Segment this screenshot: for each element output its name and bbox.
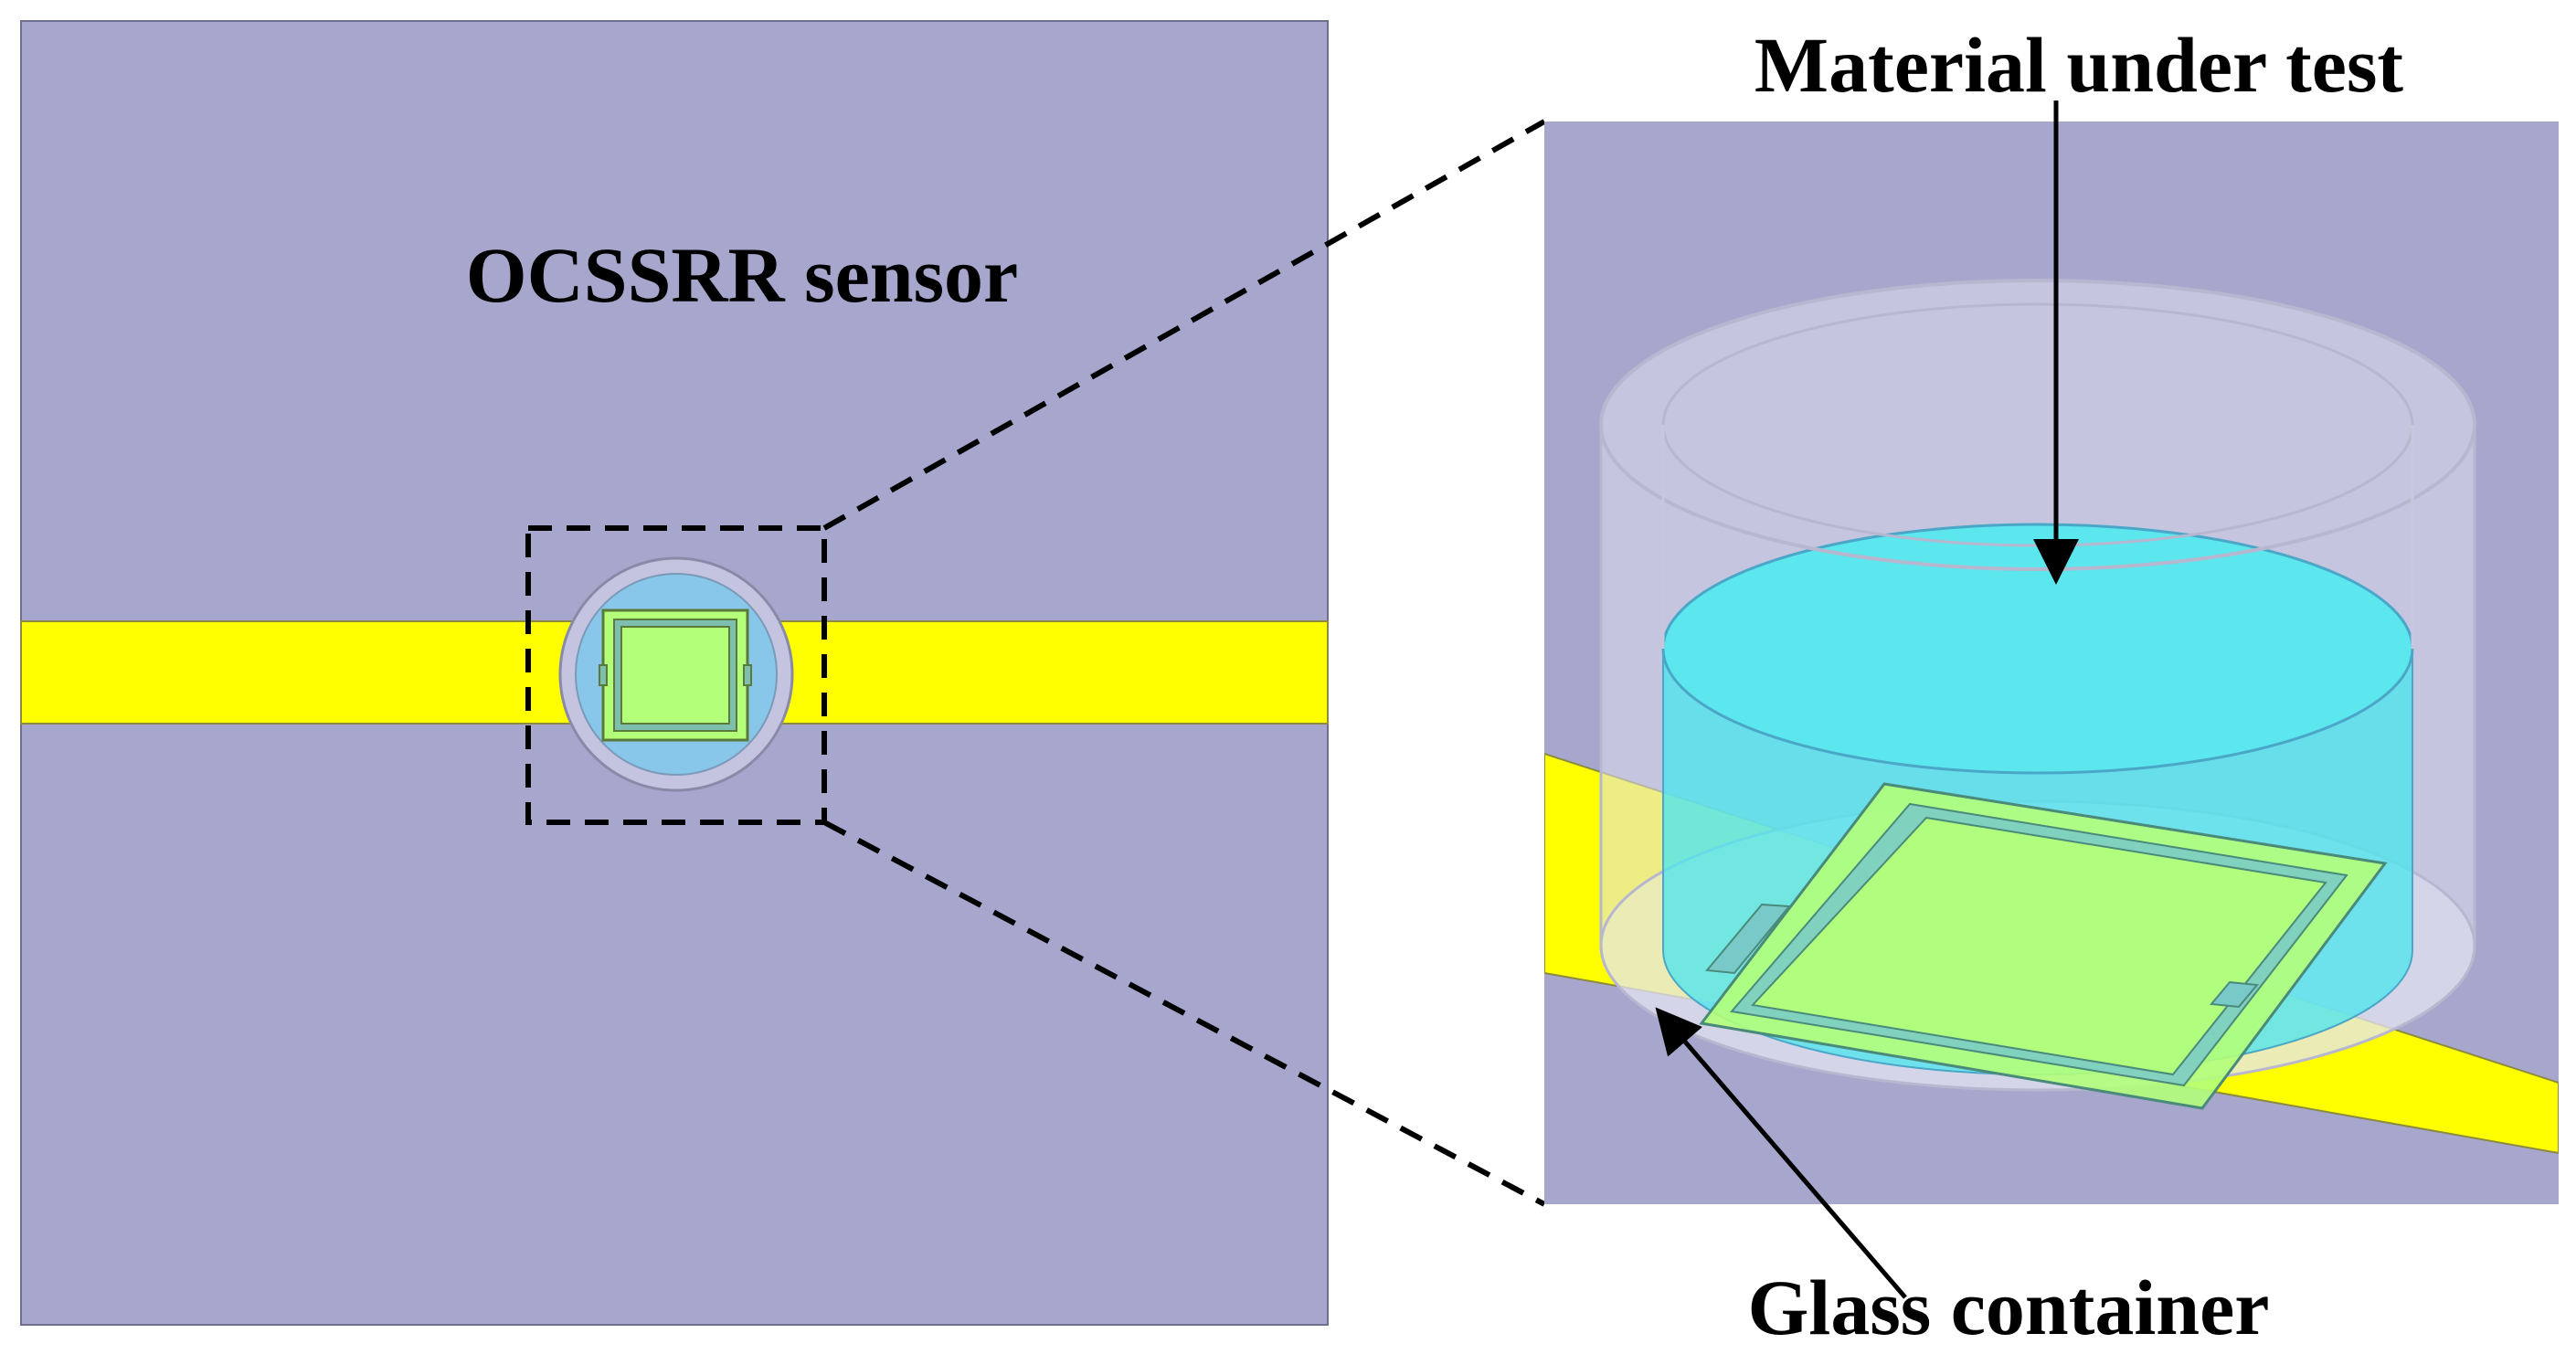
container-arrow (1655, 1007, 1907, 1299)
zoom-line-bottom (822, 820, 1546, 1207)
liquid-surface (1661, 523, 2414, 775)
top-view-panel: OCSSRR sensor (20, 20, 1329, 1326)
container-label: Glass container (1748, 1264, 2270, 1351)
zoom-selection-box (525, 525, 827, 825)
zoom-line-top (822, 119, 1546, 531)
resonator-perspective (1699, 782, 2388, 1110)
sensor-label: OCSSRR sensor (466, 231, 1018, 319)
ocssrr-resonator (599, 608, 752, 742)
material-label: Material under test (1754, 21, 2403, 109)
zoom-view-panel: Material under test Glass container (1544, 21, 2559, 1351)
zoom-connector-lines (822, 119, 1546, 1207)
